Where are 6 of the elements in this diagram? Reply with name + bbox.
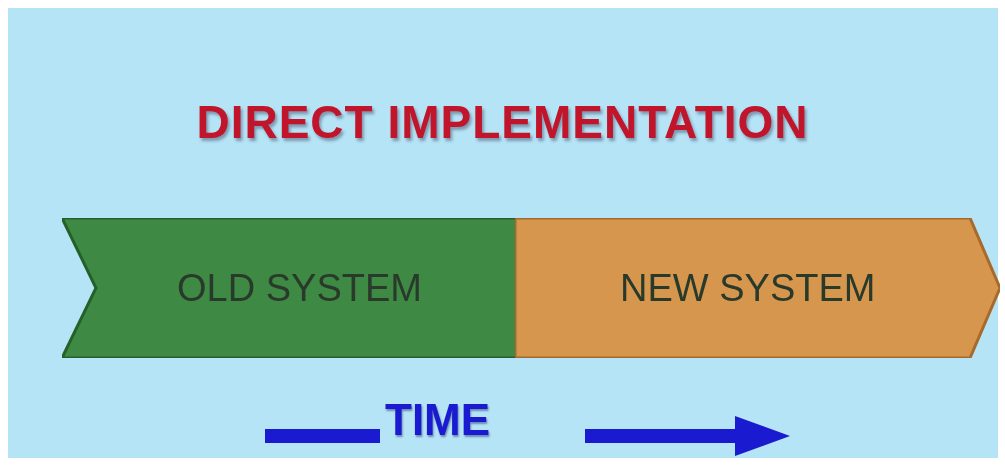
diagram-title: DIRECT IMPLEMENTATION xyxy=(196,95,809,149)
segment-label: OLD SYSTEM xyxy=(177,266,422,310)
timeline-segment xyxy=(515,218,1000,358)
segment-label: NEW SYSTEM xyxy=(620,266,876,310)
timeline-segment xyxy=(62,218,517,358)
axis-label: TIME xyxy=(385,395,491,445)
